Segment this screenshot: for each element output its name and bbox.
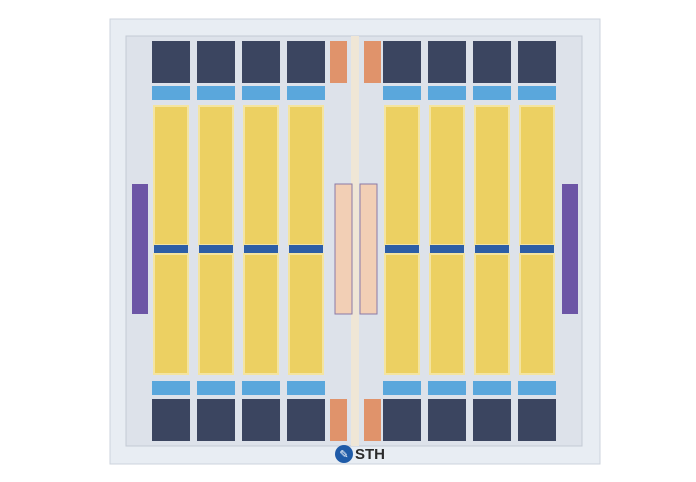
hbm-phy-bottom [518,381,556,395]
hbm-phy-top [383,86,421,100]
compute-die-upper [519,105,555,246]
compute-die-upper [243,105,279,246]
compute-die-lower [474,253,510,375]
compute-die-bridge [154,245,188,254]
compute-die-upper [474,105,510,246]
bridge-die-top-left [330,41,347,83]
watermark-text: STH [355,445,385,463]
hbm-stack-bottom [152,399,190,441]
hbm-stack-bottom [383,399,421,441]
hbm-stack-bottom [242,399,280,441]
compute-die-upper [288,105,324,246]
center-divider-strip [351,36,359,446]
hbm-phy-bottom [152,381,190,395]
compute-die-bridge [244,245,278,254]
hbm-stack-top [473,41,511,83]
io-die-left [334,183,353,315]
hbm-phy-top [152,86,190,100]
bridge-die-bottom-right [364,399,381,441]
hbm-phy-top [287,86,325,100]
compute-die-upper [198,105,234,246]
hbm-stack-top [383,41,421,83]
hbm-stack-bottom [473,399,511,441]
compute-die-upper [429,105,465,246]
hbm-stack-top [518,41,556,83]
hbm-stack-bottom [518,399,556,441]
side-connector-left [132,184,148,314]
compute-die-bridge [520,245,554,254]
hbm-stack-bottom [287,399,325,441]
compute-die-bridge [430,245,464,254]
sth-logo-icon: ✎ [335,445,353,463]
hbm-phy-bottom [197,381,235,395]
io-die-right [359,183,378,315]
hbm-phy-top [242,86,280,100]
hbm-stack-bottom [428,399,466,441]
compute-die-bridge [289,245,323,254]
hbm-phy-top [473,86,511,100]
hbm-stack-top [152,41,190,83]
compute-die-bridge [385,245,419,254]
hbm-phy-top [518,86,556,100]
compute-die-lower [153,253,189,375]
sth-logo-glyph: ✎ [339,447,349,461]
hbm-phy-bottom [473,381,511,395]
sth-watermark: ✎ STH [335,444,385,464]
hbm-phy-bottom [287,381,325,395]
compute-die-lower [519,253,555,375]
hbm-stack-bottom [197,399,235,441]
compute-die-bridge [475,245,509,254]
bridge-die-top-right [364,41,381,83]
hbm-phy-bottom [242,381,280,395]
compute-die-upper [153,105,189,246]
hbm-stack-top [242,41,280,83]
bridge-die-bottom-left [330,399,347,441]
hbm-stack-top [428,41,466,83]
hbm-stack-top [197,41,235,83]
compute-die-bridge [199,245,233,254]
hbm-phy-top [197,86,235,100]
hbm-phy-top [428,86,466,100]
compute-die-lower [243,253,279,375]
hbm-stack-top [287,41,325,83]
side-connector-right [562,184,578,314]
compute-die-lower [429,253,465,375]
hbm-phy-bottom [383,381,421,395]
compute-die-lower [288,253,324,375]
compute-die-upper [384,105,420,246]
compute-die-lower [198,253,234,375]
compute-die-lower [384,253,420,375]
hbm-phy-bottom [428,381,466,395]
